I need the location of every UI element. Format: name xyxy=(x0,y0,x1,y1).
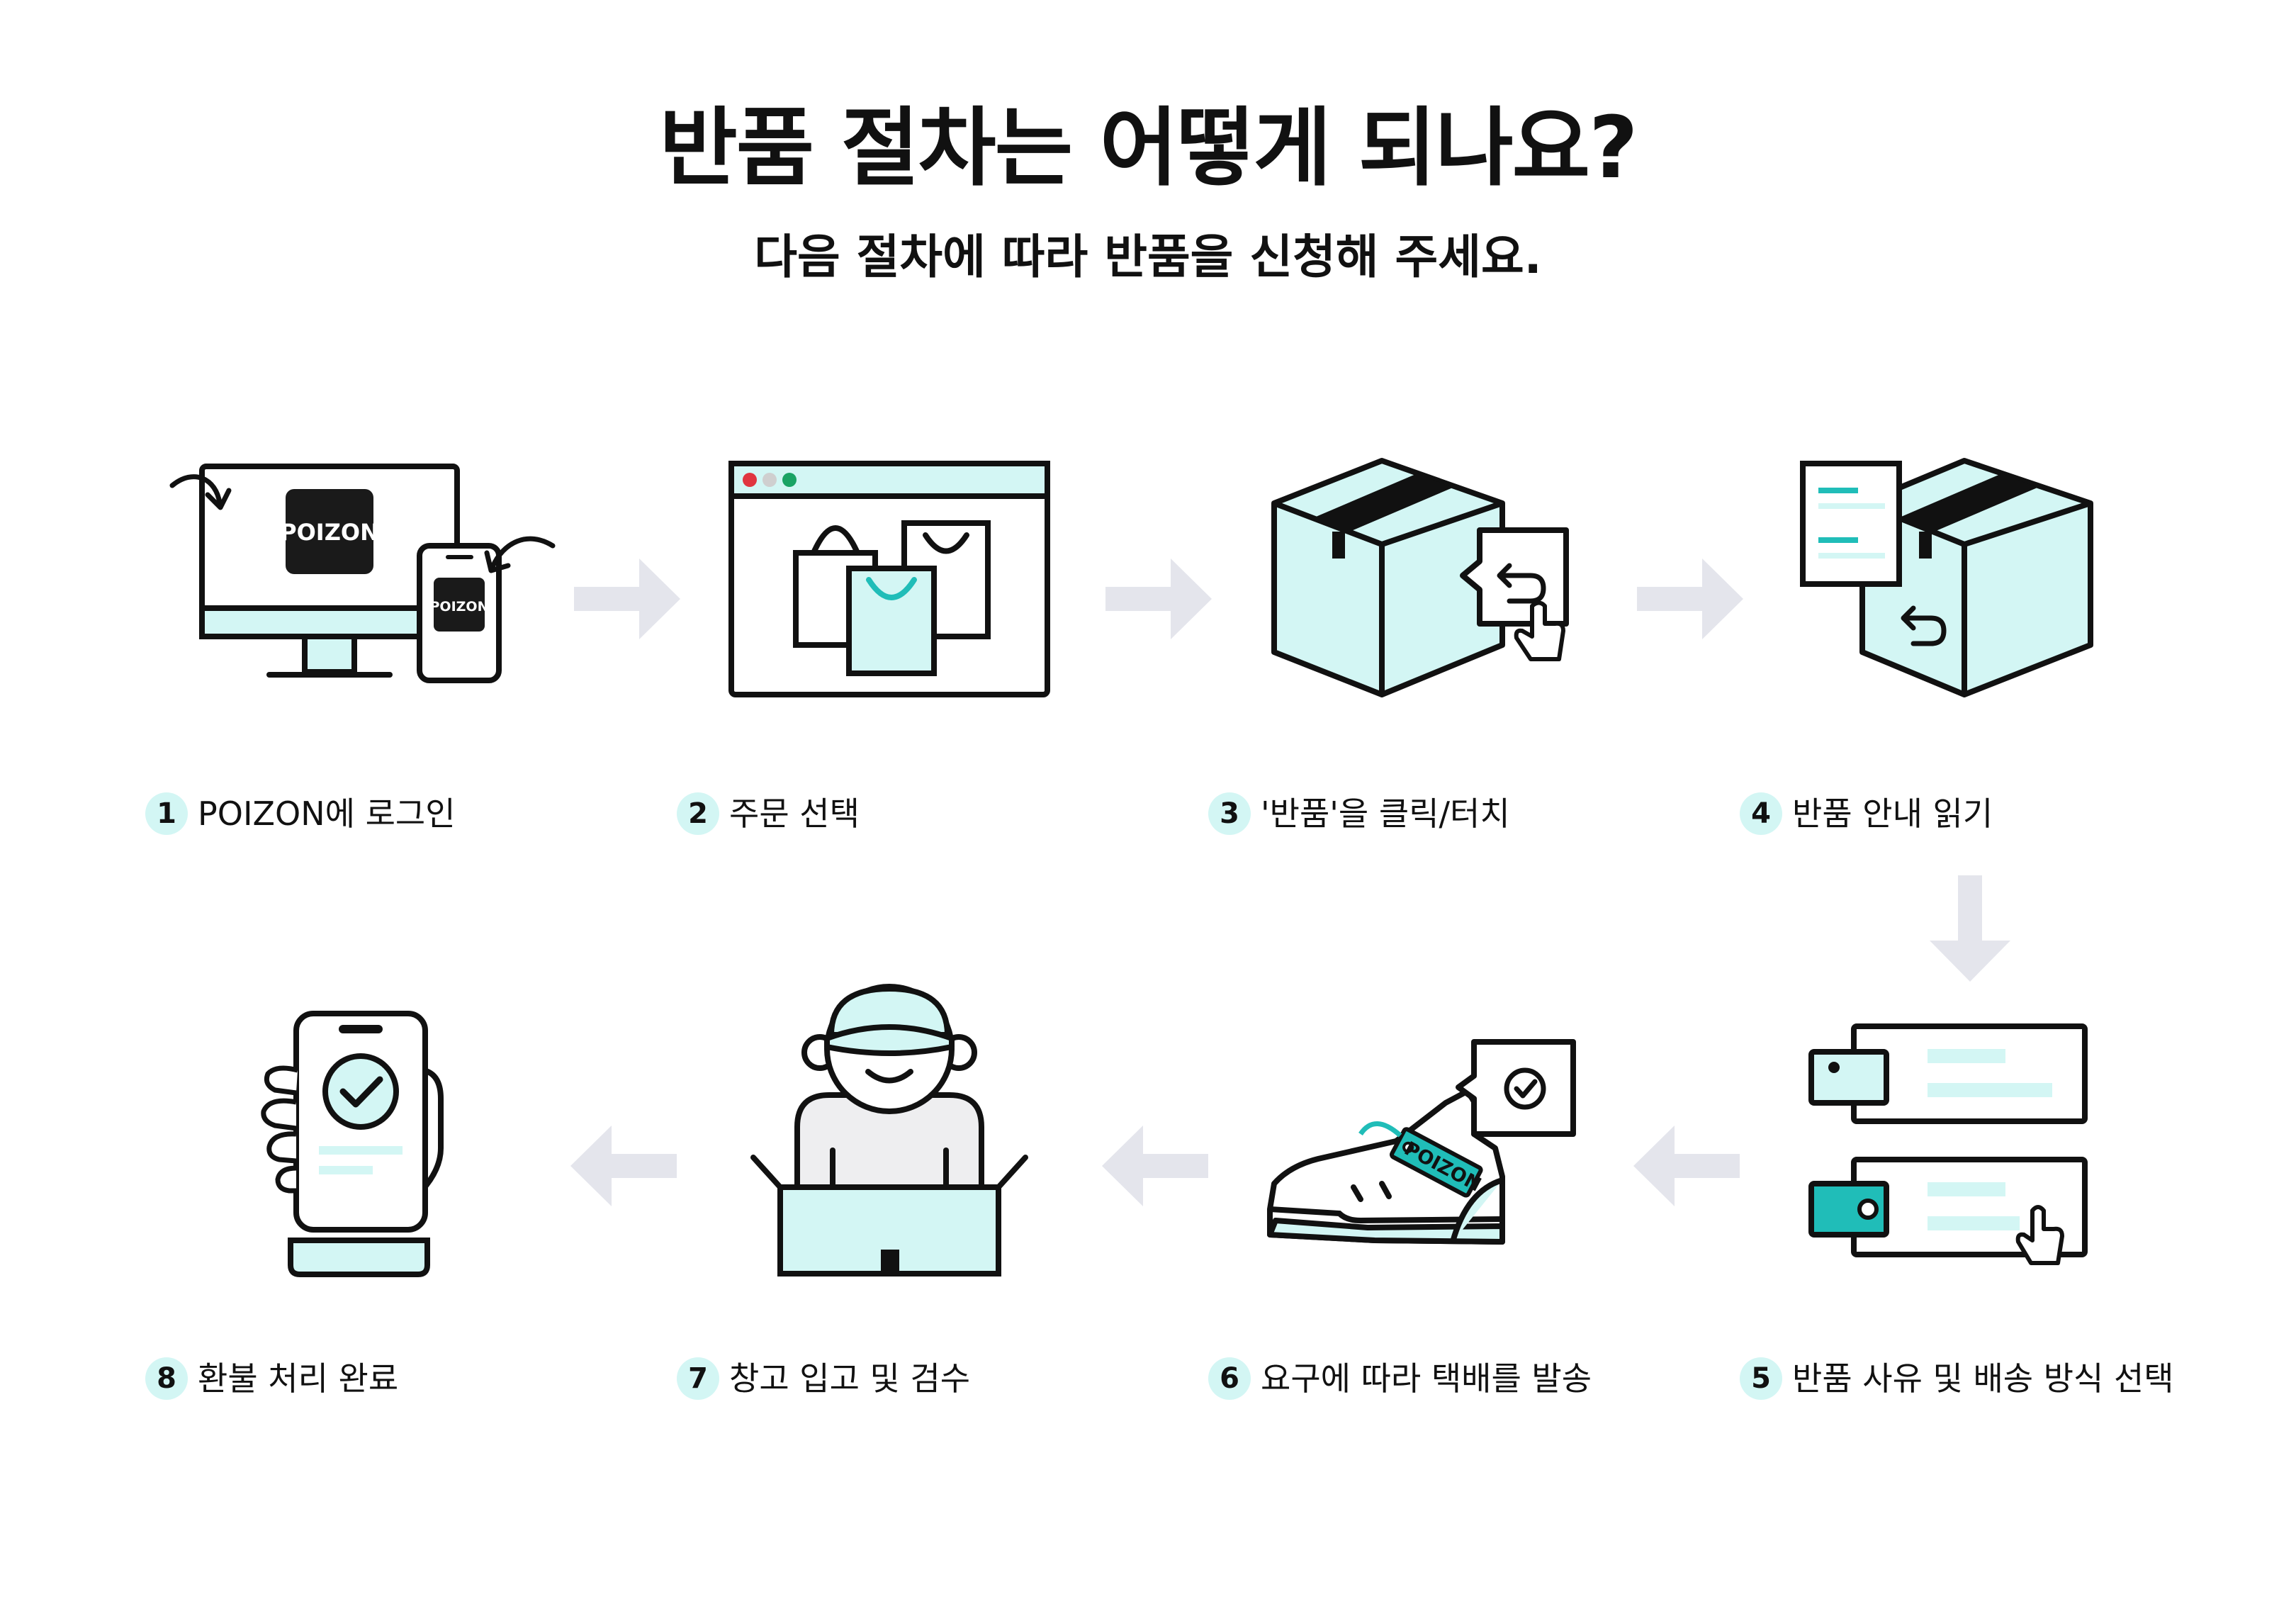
poizon-logo-desktop: POIZON xyxy=(280,519,379,546)
page-subtitle: 다음 절차에 따라 반품을 신청해 주세요. xyxy=(754,230,1542,284)
step-text: 주문 선택 xyxy=(729,795,860,833)
step-number-badge: 7 xyxy=(677,1357,719,1400)
step-number-badge: 2 xyxy=(677,792,719,835)
flow-arrow-left xyxy=(570,1120,677,1212)
flow-arrow-right xyxy=(574,553,680,645)
computer-phone-login-icon: POIZON POIZON xyxy=(159,454,570,688)
step-number-badge: 5 xyxy=(1740,1357,1782,1400)
box-return-click-icon xyxy=(1261,454,1573,702)
step-text: 환불 처리 완료 xyxy=(198,1359,399,1398)
flow-arrow-right xyxy=(1105,553,1212,645)
step-1-label: 1 POIZON에 로그인 xyxy=(145,792,456,835)
step-4-label: 4 반품 안내 읽기 xyxy=(1740,792,1993,835)
option-cards-select-icon xyxy=(1807,1021,2090,1269)
step-text: 반품 사유 및 배송 방식 선택 xyxy=(1792,1359,2174,1398)
flow-arrow-left xyxy=(1633,1120,1740,1212)
flow-arrow-right xyxy=(1637,553,1743,645)
flow-arrow-down xyxy=(1924,875,2016,982)
step-2-label: 2 주문 선택 xyxy=(677,792,860,835)
step-number-badge: 6 xyxy=(1208,1357,1251,1400)
step-number-badge: 4 xyxy=(1740,792,1782,835)
step-number-badge: 1 xyxy=(145,792,188,835)
step-6-label: 6 요구에 따라 택배를 발송 xyxy=(1208,1357,1592,1400)
step-text: 창고 입고 및 검수 xyxy=(729,1359,971,1398)
phone-check-hand-icon xyxy=(248,1006,461,1277)
step-3-label: 3 '반품'을 클릭/터치 xyxy=(1208,792,1510,835)
step-text: '반품'을 클릭/터치 xyxy=(1261,795,1510,833)
flow-arrow-left xyxy=(1102,1120,1208,1212)
browser-shopping-bags-icon xyxy=(728,461,1050,697)
page-title: 반품 절차는 어떻게 되나요? xyxy=(659,99,1638,198)
document-box-return-icon xyxy=(1800,454,2112,702)
step-8-label: 8 환불 처리 완료 xyxy=(145,1357,398,1400)
step-5-label: 5 반품 사유 및 배송 방식 선택 xyxy=(1740,1357,2174,1400)
poizon-logo-mobile: POIZON xyxy=(430,599,489,615)
step-7-label: 7 창고 입고 및 검수 xyxy=(677,1357,970,1400)
step-number-badge: 8 xyxy=(145,1357,188,1400)
step-text: POIZON에 로그인 xyxy=(198,795,456,833)
sneaker-tag-check-icon: POIZON xyxy=(1261,1035,1587,1247)
step-text: 요구에 따라 택배를 발송 xyxy=(1261,1359,1592,1398)
step-text: 반품 안내 읽기 xyxy=(1792,795,1993,833)
step-number-badge: 3 xyxy=(1208,792,1251,835)
inspector-box-icon xyxy=(748,982,1031,1279)
